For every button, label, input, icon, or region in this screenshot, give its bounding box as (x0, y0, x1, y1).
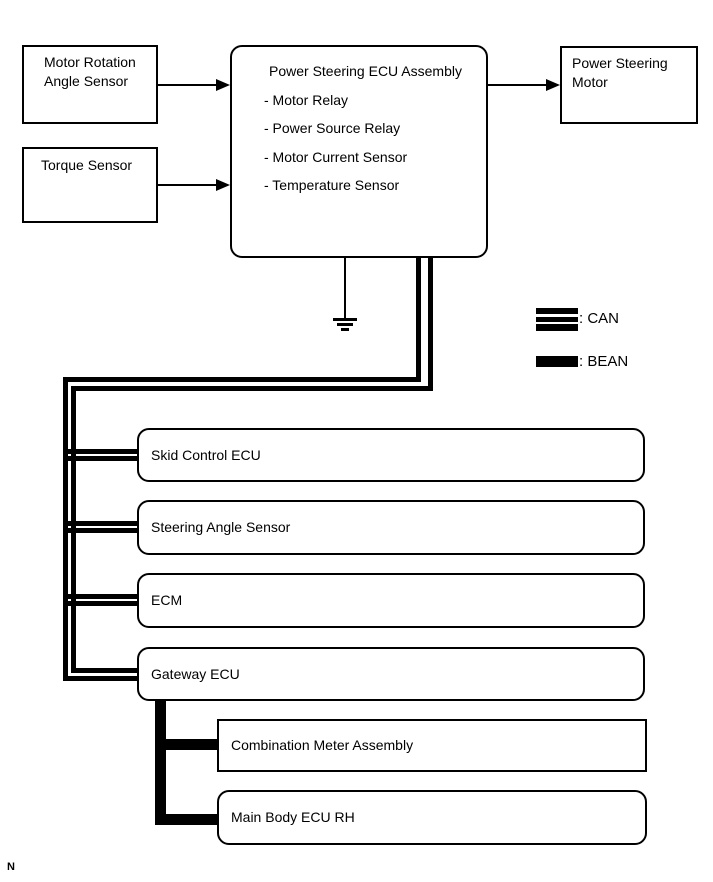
can-line-icon-bar (536, 308, 578, 314)
box-label: Steering Angle Sensor (151, 519, 291, 535)
ground-bar (341, 328, 349, 331)
box-title: Power Steering ECU Assembly (269, 63, 462, 79)
arrowhead-icon (216, 79, 230, 91)
can-branch-gateway (71, 668, 137, 673)
can-bus-segment (71, 386, 433, 391)
ground-stem (344, 258, 346, 319)
can-bus-segment (428, 258, 433, 391)
can-branch-steering-angle (63, 528, 137, 533)
arrowhead-icon (216, 179, 230, 191)
ecu-list-item: - Motor Relay (264, 92, 349, 108)
box-label: Angle Sensor (44, 73, 129, 89)
torque-sensor-box: Torque Sensor (22, 147, 158, 223)
can-bus-segment (416, 258, 421, 382)
box-label: Torque Sensor (41, 157, 133, 173)
legend-bean-label: : BEAN (579, 353, 629, 370)
arrow-torque-to-ecu (158, 184, 218, 186)
box-label: Gateway ECU (151, 665, 240, 682)
box-label: Power Steering (572, 55, 668, 71)
can-line-icon-bar (536, 317, 578, 322)
can-branch-ecm (63, 594, 137, 599)
ecm-box: ECM (137, 573, 645, 628)
skid-control-ecu-box: Skid Control ECU (137, 428, 645, 482)
steering-angle-sensor-box: Steering Angle Sensor (137, 500, 645, 555)
ecu-list-item: - Motor Current Sensor (264, 149, 408, 165)
combination-meter-assembly-box: Combination Meter Assembly (217, 719, 647, 772)
power-steering-ecu-assembly-box: Power Steering ECU Assembly - Motor Rela… (230, 45, 488, 258)
can-branch-steering-angle (63, 521, 137, 526)
box-label: Skid Control ECU (151, 446, 261, 463)
can-bus-segment (63, 377, 421, 382)
arrowhead-icon (546, 79, 560, 91)
main-body-ecu-rh-box: Main Body ECU RH (217, 790, 647, 845)
gateway-ecu-box: Gateway ECU (137, 647, 645, 701)
bean-bus-segment (155, 700, 166, 825)
ground-bar (333, 318, 357, 321)
box-label: ECM (151, 592, 183, 608)
footer-note: N (7, 861, 15, 873)
box-label: Motor Rotation (44, 54, 136, 70)
arrow-ecu-to-motor (488, 84, 548, 86)
can-branch-ecm (63, 601, 137, 606)
ecu-list-item: - Power Source Relay (264, 120, 401, 136)
ecu-list-item: - Temperature Sensor (264, 177, 400, 193)
legend-can-label: : CAN (579, 310, 620, 327)
can-branch-gateway (63, 676, 137, 681)
power-steering-motor-box: Power Steering Motor (560, 46, 698, 124)
box-label: Motor (572, 74, 608, 90)
motor-rotation-angle-sensor-box: Motor Rotation Angle Sensor (22, 45, 158, 124)
box-label: Combination Meter Assembly (231, 737, 414, 753)
ground-bar (337, 323, 353, 326)
can-line-icon-bar (536, 324, 578, 331)
can-branch-skid-control (63, 449, 137, 454)
bean-branch-main-body-ecu (155, 814, 217, 825)
arrow-motor-rotation-to-ecu (158, 84, 218, 86)
bean-branch-combination-meter (155, 739, 217, 750)
bean-line-icon (536, 356, 578, 367)
box-label: Main Body ECU RH (231, 809, 355, 825)
can-branch-skid-control (63, 456, 137, 461)
